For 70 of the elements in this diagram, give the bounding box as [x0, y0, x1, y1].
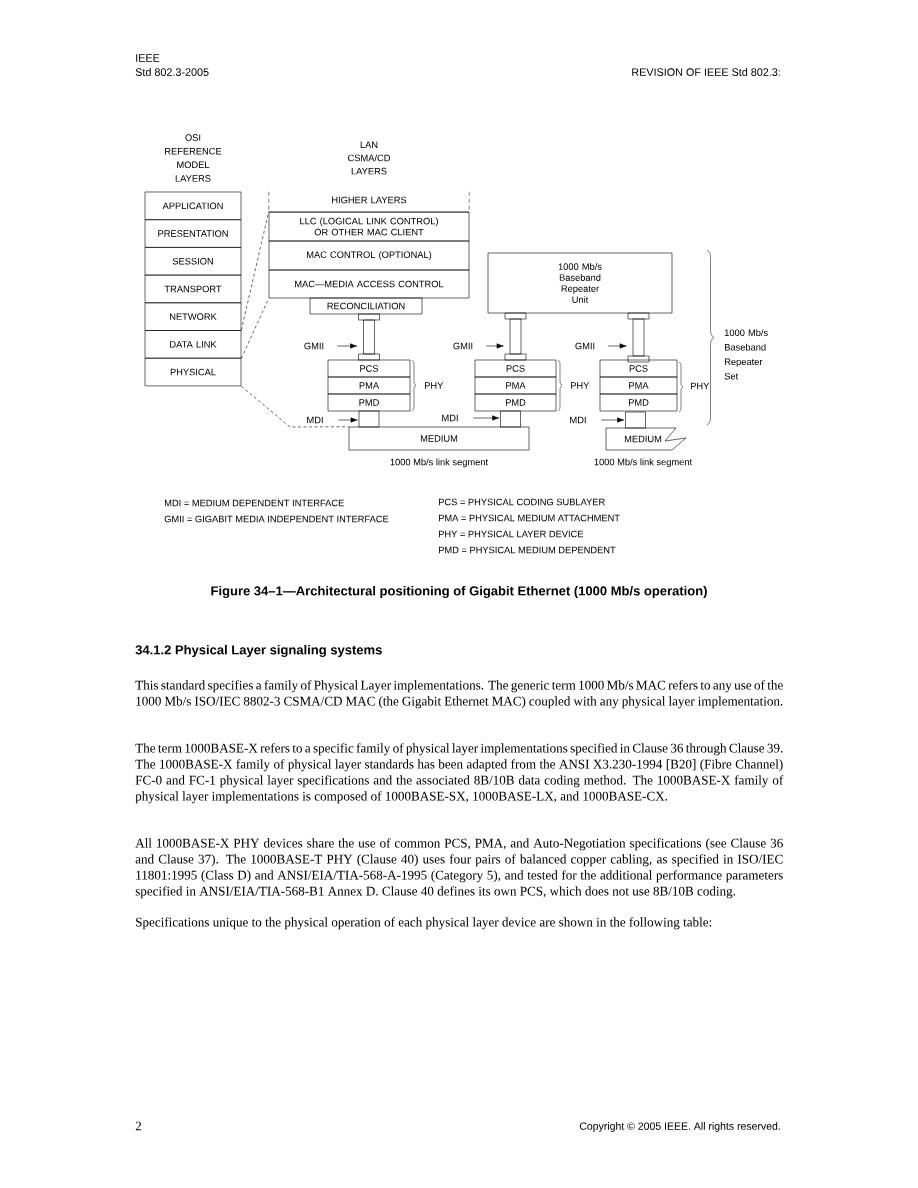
layer-box: PRESENTATION: [144, 219, 242, 248]
sublayer-box: PMA: [474, 376, 557, 395]
phy-label: PHY: [691, 382, 710, 390]
medium-box: MEDIUM: [348, 426, 530, 451]
arrow: [600, 417, 625, 423]
repeater-unit-box: 1000 Mb/s Baseband Repeater Unit: [487, 252, 673, 314]
sublayer-box: PMD: [327, 393, 411, 412]
phy-label: PHY: [571, 382, 590, 389]
interface-pipe: [627, 312, 650, 363]
layer-box: DATA LINK: [144, 330, 242, 359]
arrow: [337, 417, 358, 423]
interface-label: MDI: [442, 414, 458, 422]
interface-label: MDI: [570, 416, 586, 424]
arrow: [472, 415, 500, 421]
layer-box: MAC—MEDIA ACCESS CONTROL: [268, 269, 470, 299]
layer-box: TRANSPORT: [144, 274, 242, 304]
abbreviation-text: GMII = GIGABIT MEDIA INDEPENDENT INTERFACE: [164, 515, 389, 523]
interface-stub: [625, 411, 646, 429]
sublayer-box: PMD: [599, 393, 678, 412]
paragraph: All 1000BASE-X PHY devices share the use of common PCS, PMA, and Auto-Negotiation specifications (see Clause 36 and Clause 37). The 1000BASE-T PHY (Clause 40) uses four pairs of balanced copper cabling, as specified in ISO/IEC 11801:1995 (Class D) and ANSI/EIA/TIA-568-A-1995 (Category 5), and tested for the additional performance parameters specified in ANSI/EIA/TIA-568-B1 Annex D. Clause 40 defines its own PCS, which does not use 8B/10B coding.: [135, 838, 783, 899]
section-heading: 34.1.2 Physical Layer signaling systems: [135, 644, 382, 658]
abbreviation-text: PMD = PHYSICAL MEDIUM DEPENDENT: [438, 546, 616, 554]
group-label: 1000 Mb/s Baseband Repeater Set: [724, 329, 768, 380]
layer-box: PHYSICAL: [144, 357, 242, 387]
mapping-line: [241, 385, 349, 428]
arrow: [336, 343, 358, 349]
sublayer-box: PMA: [327, 376, 411, 395]
column-heading: OSI REFERENCE MODEL LAYERS: [165, 134, 222, 182]
header-text: IEEE: [136, 54, 160, 62]
interface-pipe: [358, 313, 380, 361]
sublayer-box: PCS: [327, 359, 411, 378]
sublayer-box: PCS: [474, 359, 557, 378]
arrow: [485, 343, 504, 349]
header-text: Std 802.3-2005: [135, 68, 209, 76]
sublayer-box: PMA: [599, 376, 678, 395]
abbreviation-text: MDI = MEDIUM DEPENDENT INTERFACE: [164, 499, 344, 507]
sublayer-box: PCS: [599, 359, 678, 378]
page-number: 2: [135, 1121, 141, 1131]
segment-label: 1000 Mb/s link segment: [594, 458, 692, 468]
layer-box: RECONCILIATION: [309, 297, 423, 315]
mapping-line: [241, 298, 269, 359]
phy-label: PHY: [424, 382, 444, 389]
figure-caption: Figure 34–1—Architectural positioning of Gigabit Ethernet (1000 Mb/s operation): [211, 585, 707, 599]
interface-pipe: [504, 312, 527, 361]
mapping-line: [241, 211, 269, 331]
abbreviation-text: PMA = PHYSICAL MEDIUM ATTACHMENT: [438, 514, 620, 522]
interface-label: MDI: [307, 416, 323, 424]
interface-stub: [500, 410, 521, 428]
layer-box: LLC (LOGICAL LINK CONTROL) OR OTHER MAC CLIENT: [268, 211, 470, 242]
interface-label: GMII: [575, 342, 595, 350]
segment-label: 1000 Mb/s link segment: [390, 458, 488, 468]
abbreviation-text: PHY = PHYSICAL LAYER DEVICE: [438, 530, 584, 538]
header-text: REVISION OF IEEE Std 802.3:: [632, 68, 780, 76]
interface-label: GMII: [304, 342, 324, 350]
layer-box: HIGHER LAYERS: [268, 191, 470, 213]
medium-box: MEDIUM: [605, 427, 687, 451]
paragraph: The term 1000BASE-X refers to a specific family of physical layer implementations specified in Clause 36 through Clause 39. The 1000BASE-X family of physical layer standards has been adapted from the ANSI X3.230-1994 [B20] (Fibre Channel) FC-0 and FC-1 physical layer specifications and the associated 8B/10B data coding method. The 1000BASE-X family of physical layer implementations is composed of 1000BASE-SX, 1000BASE-LX, and 1000BASE-CX.: [135, 743, 784, 804]
layer-box: APPLICATION: [144, 191, 242, 220]
layer-box: MAC CONTROL (OPTIONAL): [268, 240, 470, 271]
paragraph: Specifications unique to the physical operation of each physical layer device are shown in the following table:: [136, 917, 712, 930]
interface-label: GMII: [453, 342, 473, 350]
layer-box: SESSION: [144, 247, 242, 276]
paragraph: This standard specifies a family of Physical Layer implementations. The generic term 1000 Mb/s MAC refers to any use of the 1000 Mb/s ISO/IEC 8802-3 CSMA/CD MAC (the Gigabit Ethernet MAC) coupled with any physical layer implementation.: [135, 680, 783, 709]
column-heading: LAN CSMA/CD LAYERS: [348, 141, 390, 175]
interface-stub: [358, 410, 380, 428]
layer-box: NETWORK: [144, 302, 242, 331]
arrow: [607, 343, 627, 349]
sublayer-box: PMD: [474, 393, 557, 412]
footer-text: Copyright © 2005 IEEE. All rights reserved.: [579, 1122, 780, 1132]
abbreviation-text: PCS = PHYSICAL CODING SUBLAYER: [438, 498, 605, 506]
